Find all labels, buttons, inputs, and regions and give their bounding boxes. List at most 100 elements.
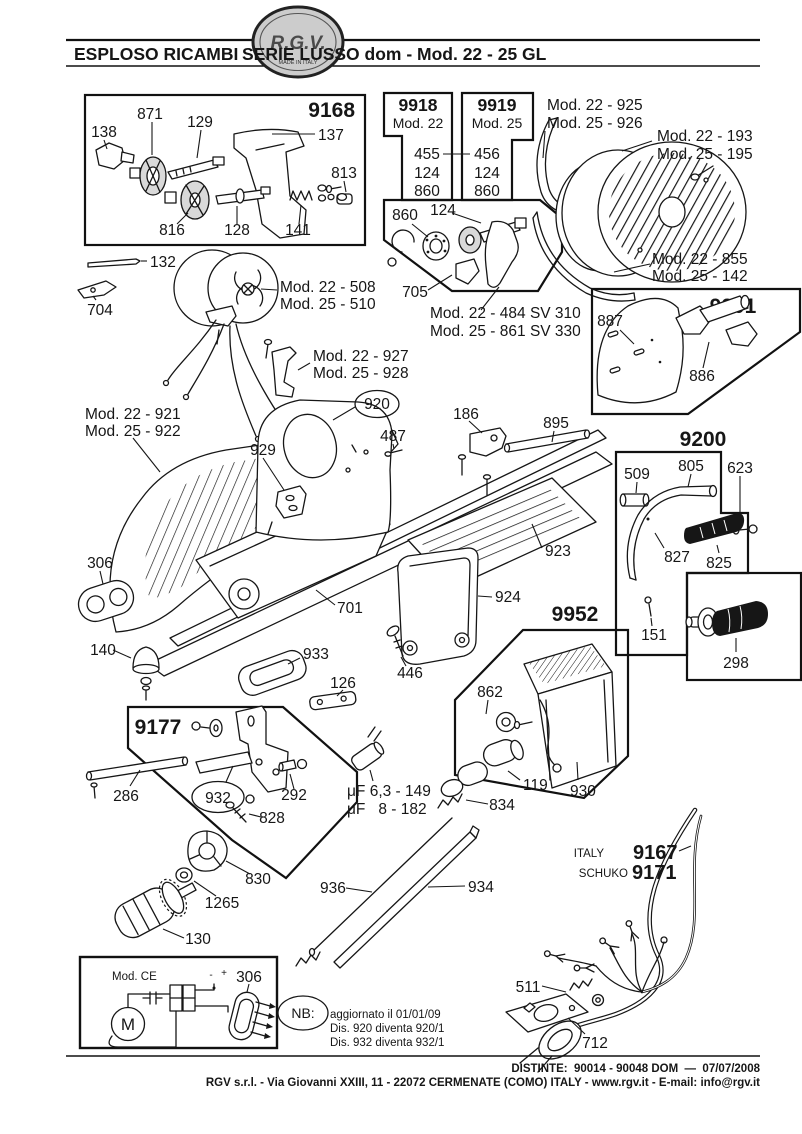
- part-805-arm: [626, 473, 718, 581]
- part-label-124-lower: 124: [430, 202, 456, 219]
- part-930-bin: [523, 643, 617, 789]
- group-box-9919: 9919 Mod. 25 456 124 860: [460, 91, 535, 202]
- part-label-306: 306: [87, 555, 113, 572]
- part-label-895: 895: [543, 415, 569, 432]
- callout-932: 932: [191, 780, 245, 814]
- part-label-141: 141: [285, 222, 311, 239]
- box-title-9952: 9952: [552, 603, 599, 626]
- part-label-704: 704: [87, 302, 113, 319]
- box-title-9918: 9918: [399, 95, 438, 115]
- part-825-grip: [684, 513, 745, 554]
- cord-code-9167: 9167: [633, 842, 678, 864]
- part-label-930: 930: [570, 783, 596, 800]
- mod-label-926: Mod. 25 - 926: [547, 115, 643, 132]
- part-151-screw: [644, 596, 653, 627]
- part-186-bracket: [457, 420, 507, 476]
- part-label-860-lower: 860: [392, 207, 418, 224]
- logo-made-text: MADE IN ITALY: [279, 60, 318, 66]
- part-924-frame: [397, 547, 493, 665]
- part-label-306-wiring: 306: [236, 969, 262, 986]
- mod-label-921: Mod. 22 - 921: [85, 406, 181, 423]
- mod-label-927: Mod. 22 - 927: [313, 348, 409, 365]
- note-line2: Dis. 920 diventa 920/1: [330, 1023, 444, 1035]
- part-1265-washer: [175, 867, 217, 897]
- row-9919-124: 124: [474, 165, 500, 182]
- box-title-9919: 9919: [478, 95, 517, 115]
- part-label-828: 828: [259, 810, 285, 827]
- part-138-knob: [95, 139, 135, 170]
- row-9919-860: 860: [474, 183, 500, 200]
- part-126-bracket: [309, 689, 357, 711]
- group-box-9201: 9201 887 886: [590, 287, 802, 416]
- cord-label-italy: ITALY: [574, 848, 605, 860]
- box-mod-9919: Mod. 25: [472, 115, 523, 131]
- group-box-9952: 862: [440, 628, 630, 800]
- part-132-pin: [87, 258, 147, 268]
- part-screw-blade: [690, 165, 714, 181]
- callout-920: 920: [354, 389, 400, 419]
- box-title-9200: 9200: [680, 428, 727, 451]
- part-label-825: 825: [706, 555, 732, 572]
- part-label-151: 151: [641, 627, 667, 644]
- note-badge: NB:: [291, 1005, 314, 1021]
- part-929-bracket: [262, 457, 307, 535]
- group-box-9918: 9918 Mod. 22 455 124 860: [382, 91, 454, 202]
- wiring-plus: +: [221, 968, 227, 979]
- part-886-support: [675, 294, 758, 369]
- box-title-9177: 9177: [135, 716, 182, 739]
- part-cover-920: [255, 399, 393, 541]
- part-label-887: 887: [597, 313, 623, 330]
- row-9919-456: 456: [474, 146, 500, 163]
- part-932-bracket: [191, 705, 289, 793]
- footer-line2: RGV s.r.l. - Via Giovanni XXIII, 11 - 22…: [206, 1077, 760, 1089]
- part-label-1265: 1265: [205, 895, 239, 912]
- part-141-spring: [289, 190, 348, 225]
- part-label-886: 886: [689, 368, 715, 385]
- part-label-140: 140: [90, 642, 116, 659]
- part-power-cords: [519, 807, 703, 1073]
- part-934-rod: [333, 825, 480, 969]
- box-title-9168: 9168: [308, 99, 355, 122]
- group-box-9168: 9168 138 871 129 137 813: [83, 93, 367, 247]
- part-label-186: 186: [453, 406, 479, 423]
- group-box-9177: 9177 286 932 292 828: [85, 705, 359, 880]
- part-label-129: 129: [187, 114, 213, 131]
- part-137-arm: [233, 128, 342, 239]
- page-title-left: ESPLOSO RICAMBI: [74, 44, 238, 64]
- part-511-connector: [541, 978, 605, 1007]
- part-label-487: 487: [380, 428, 406, 445]
- mod-label-928: Mod. 25 - 928: [313, 365, 409, 382]
- part-509-pin: [619, 481, 650, 507]
- part-label-286: 286: [113, 788, 139, 805]
- part-140-foot: [112, 646, 160, 701]
- part-306-wiring-switch: [228, 983, 276, 1041]
- part-label-933: 933: [303, 646, 329, 663]
- cord-label-schuko: SCHUKO: [579, 868, 628, 880]
- part-label-923: 923: [545, 543, 571, 560]
- part-label-813: 813: [331, 165, 357, 182]
- capacitor-label-line2: μF 8 - 182: [347, 801, 427, 818]
- row-9918-455: 455: [414, 146, 440, 163]
- mod-label-855: Mod. 22 - 855: [652, 251, 748, 268]
- part-487-screw: [351, 443, 403, 457]
- part-label-446: 446: [397, 665, 423, 682]
- part-label-128: 128: [224, 222, 250, 239]
- part-129-shaft: [167, 129, 225, 180]
- part-label-509: 509: [624, 466, 650, 483]
- mod-label-195: Mod. 25 - 195: [657, 146, 753, 163]
- group-box-9200: 509 805 827 623 825 151: [614, 450, 802, 682]
- rgv-logo: R.G.V. MADE IN ITALY: [251, 5, 345, 79]
- mod-label-193: Mod. 22 - 193: [657, 128, 753, 145]
- part-label-705: 705: [402, 284, 428, 301]
- part-label-712: 712: [582, 1035, 608, 1052]
- mod-label-142: Mod. 25 - 142: [652, 268, 748, 285]
- note-line1: aggiornato il 01/01/09: [330, 1009, 441, 1021]
- part-label-292: 292: [281, 787, 307, 804]
- part-label-805: 805: [678, 458, 704, 475]
- part-871-gear: [129, 122, 167, 196]
- part-label-816: 816: [159, 222, 185, 239]
- part-830-knob: [187, 830, 251, 875]
- part-label-138: 138: [91, 124, 117, 141]
